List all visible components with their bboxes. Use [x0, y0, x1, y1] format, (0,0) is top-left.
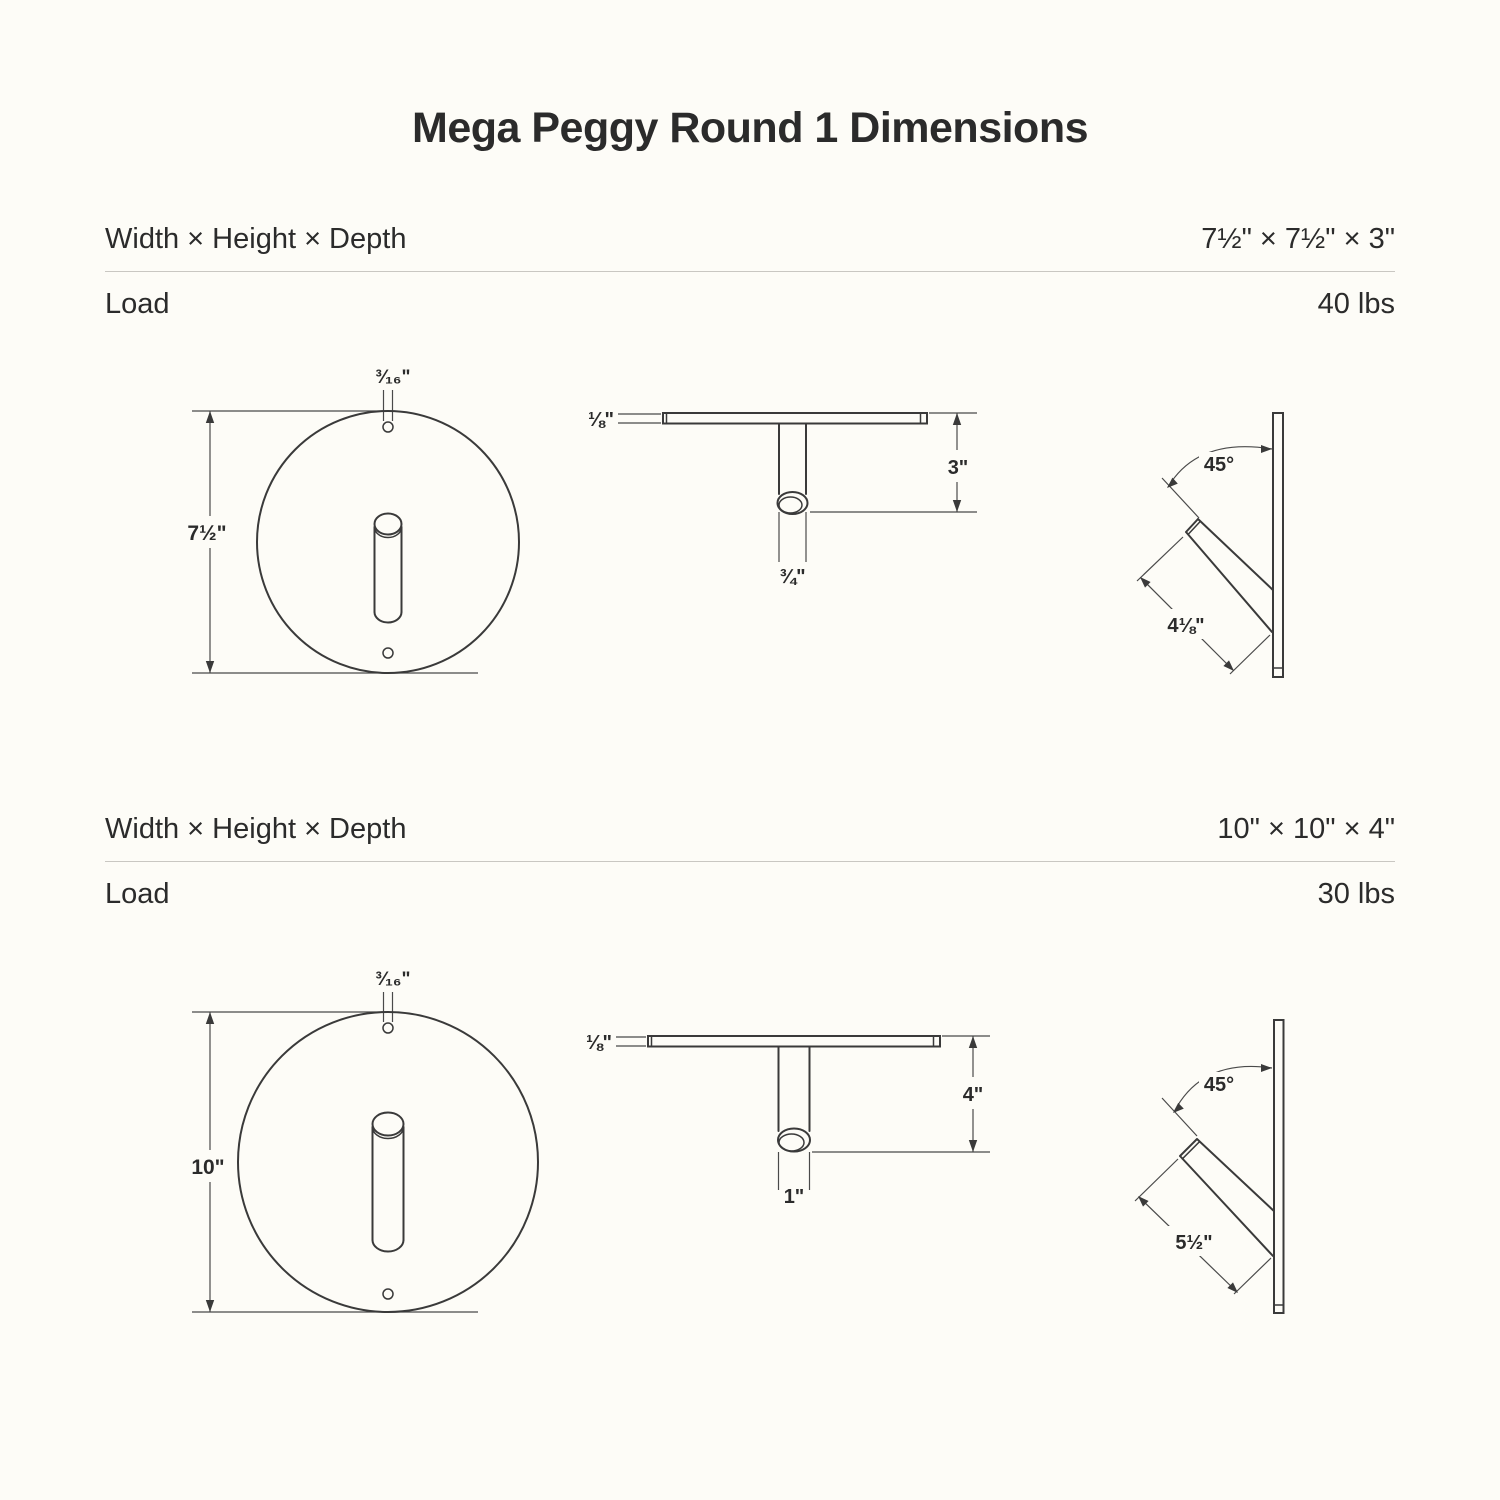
page-title: Mega Peggy Round 1 Dimensions	[412, 104, 1089, 152]
top-mount-hole	[382, 421, 394, 433]
arrow-up	[205, 1012, 215, 1024]
spec-row-dimensions: Width × Height × Depth 7½" × 7½" × 3"	[105, 223, 1395, 273]
spec-table-1: Width × Height × Depth 7½" × 7½" × 3" Lo…	[105, 224, 1395, 320]
arrow-down	[205, 661, 215, 673]
load-value: 40 lbs	[1317, 288, 1395, 321]
load-label: Load	[105, 878, 170, 911]
spec-row-load: Load 40 lbs	[105, 272, 1395, 321]
front-view-drawing-2: ³⁄₁₆" 10"	[183, 969, 539, 1313]
dimension-lines	[192, 992, 478, 1313]
plate-edge	[647, 1035, 941, 1048]
hole-diameter-label: ³⁄₁₆"	[376, 969, 411, 990]
peg-body	[778, 422, 807, 495]
length-arrow-lower	[1223, 660, 1234, 671]
label-mask	[1163, 1226, 1225, 1256]
bottom-mount-hole	[382, 1288, 394, 1300]
load-label: Load	[105, 288, 170, 321]
label-mask	[1199, 452, 1239, 478]
peg-cap-inner	[1181, 1141, 1201, 1160]
peg-rim	[371, 1126, 405, 1140]
peg-projection-label: 4"	[963, 1084, 984, 1106]
label-mask	[183, 1150, 233, 1182]
peg-diameter-label: ¾"	[779, 566, 805, 588]
arrow-up	[205, 411, 215, 423]
angle-label: 45°	[1204, 1074, 1234, 1096]
arc-arrow-peg	[1167, 477, 1178, 488]
front-view-drawing-1: ³⁄₁₆" 7½"	[184, 367, 520, 674]
dims-label: Width × Height × Depth	[105, 223, 407, 255]
plate-hole-ticks	[650, 1035, 935, 1048]
dimension-lines	[1136, 446, 1273, 675]
peg-projection-label: 3"	[948, 457, 969, 479]
round-plate-outline	[237, 1011, 539, 1313]
dimension-lines	[192, 390, 478, 674]
spec-table-2: Width × Height × Depth 10" × 10" × 4" Lo…	[105, 814, 1395, 910]
arc-arrow-wall	[1261, 445, 1272, 453]
peg-bottom	[371, 1239, 405, 1253]
peg-body	[373, 526, 403, 613]
label-mask	[1199, 1072, 1239, 1098]
peg-body	[371, 1126, 405, 1241]
top-mount-hole	[382, 1022, 394, 1034]
arrow-down	[952, 500, 962, 512]
length-arrow-upper	[1140, 577, 1151, 588]
peg-cap-inner	[1187, 520, 1201, 535]
height-dimension-label: 7½"	[187, 522, 226, 545]
spec-row-load: Load 30 lbs	[105, 862, 1395, 911]
arrow-up	[952, 413, 962, 425]
peg-rim	[373, 526, 403, 539]
peg-at-angle	[1179, 1138, 1276, 1257]
plate-edge-on	[1272, 412, 1284, 678]
dimension-lines	[616, 1035, 990, 1190]
label-mask	[184, 516, 232, 548]
height-dimension-label: 10"	[191, 1156, 224, 1179]
peg-bottom	[373, 611, 403, 624]
arrow-down	[205, 1300, 215, 1312]
dims-value: 10" × 10" × 4"	[1217, 813, 1395, 845]
label-mask	[956, 1077, 990, 1109]
plate-edge	[662, 412, 928, 425]
peg-length-label: 4⅛"	[1167, 615, 1204, 637]
length-arrow-upper	[1138, 1196, 1149, 1207]
angle-view-drawing-1: 45° 4⅛"	[1136, 412, 1284, 678]
load-value: 30 lbs	[1317, 878, 1395, 911]
side-view-drawing-2: ⅛" 4" 1"	[586, 1032, 990, 1208]
plate-edge-on	[1273, 1019, 1285, 1314]
arrow-down	[968, 1140, 978, 1152]
plate-thickness-label: ⅛"	[588, 409, 614, 431]
dims-label: Width × Height × Depth	[105, 813, 407, 845]
peg-tip-inner	[778, 1133, 805, 1152]
plate-thickness-label: ⅛"	[586, 1032, 612, 1054]
label-mask	[941, 450, 975, 482]
peg-body	[777, 1045, 811, 1132]
length-arrow-lower	[1227, 1282, 1238, 1293]
dimension-lines	[618, 412, 977, 562]
peg-length-label: 5½"	[1175, 1232, 1212, 1254]
peg-tip-inner	[778, 496, 803, 514]
arrow-up	[968, 1036, 978, 1048]
peg-diameter-label: 1"	[784, 1186, 805, 1208]
dims-value: 7½" × 7½" × 3"	[1201, 223, 1395, 255]
arc-arrow-wall	[1261, 1064, 1272, 1072]
peg-tip	[371, 1111, 405, 1137]
peg-tip	[373, 512, 403, 536]
angle-view-drawing-2: 45° 5½"	[1134, 1019, 1285, 1314]
side-view-drawing-1: ⅛" 3" ¾"	[588, 409, 977, 588]
arc-arrow-peg	[1173, 1102, 1184, 1113]
label-mask	[1157, 609, 1215, 639]
hole-diameter-label: ³⁄₁₆"	[376, 367, 411, 388]
plate-hole-ticks	[665, 412, 922, 425]
peg-at-angle	[1185, 518, 1275, 633]
bottom-mount-hole	[382, 647, 394, 659]
spec-row-dimensions: Width × Height × Depth 10" × 10" × 4"	[105, 813, 1395, 863]
angle-label: 45°	[1204, 454, 1234, 476]
round-plate-outline	[256, 410, 520, 674]
